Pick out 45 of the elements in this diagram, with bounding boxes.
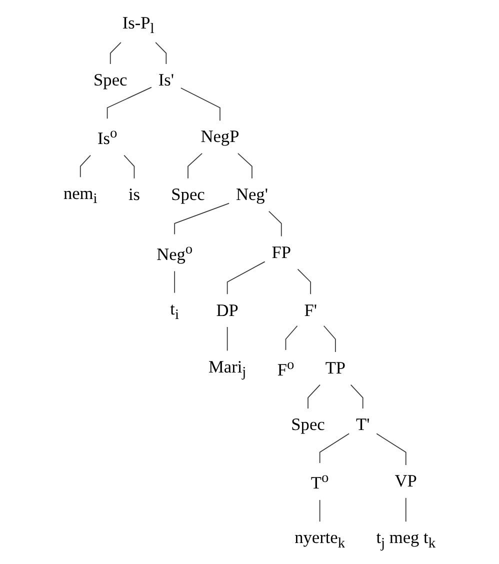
node-text: nyerte$_{k}$ xyxy=(294,528,346,552)
node-text: NegP xyxy=(200,128,240,147)
connector xyxy=(319,433,350,464)
node-text: Is$^{o}$ xyxy=(97,124,118,149)
node-text: Neg' xyxy=(236,185,268,204)
node-text: Neg$^{o}$ xyxy=(156,240,193,264)
connector xyxy=(376,433,406,466)
connector xyxy=(308,384,320,409)
node-text: DP xyxy=(216,301,238,320)
connector xyxy=(124,154,135,179)
connector xyxy=(174,202,230,235)
connector xyxy=(405,498,406,522)
node-text: T' xyxy=(356,415,370,434)
connector xyxy=(180,88,220,122)
connector xyxy=(106,86,152,119)
connector xyxy=(155,42,167,64)
connector xyxy=(238,153,252,179)
node-text: nem$_{i}$ xyxy=(63,184,98,207)
connector xyxy=(350,384,364,409)
node-text: t$_{i}$ xyxy=(170,300,180,322)
connector xyxy=(323,325,336,352)
node-text: F' xyxy=(304,301,317,320)
node-text: VP xyxy=(394,472,417,492)
node-text: is xyxy=(128,185,140,204)
connector xyxy=(285,325,298,350)
node-text: F$^{o}$ xyxy=(277,356,294,380)
node-text: Is' xyxy=(158,70,174,90)
connector xyxy=(319,500,320,522)
node-text: Spec xyxy=(291,415,325,434)
connector xyxy=(174,270,176,294)
node-text: T$^{o}$ xyxy=(310,469,329,494)
node-text: Spec xyxy=(171,185,205,204)
node-text: Mari$_{j}$ xyxy=(208,358,246,380)
connector xyxy=(80,154,91,178)
connector xyxy=(268,210,282,237)
node-text: TP xyxy=(325,358,346,378)
connector xyxy=(110,42,122,64)
connector xyxy=(226,326,228,352)
connector xyxy=(226,261,266,295)
connector xyxy=(297,268,312,295)
node-text: t$_{j}$ meg t$_{k}$ xyxy=(376,528,436,552)
node-text: Spec xyxy=(94,70,128,90)
connector xyxy=(188,153,202,179)
node-text: Is-P$_{l}$ xyxy=(122,14,154,36)
node-text: FP xyxy=(272,243,292,262)
